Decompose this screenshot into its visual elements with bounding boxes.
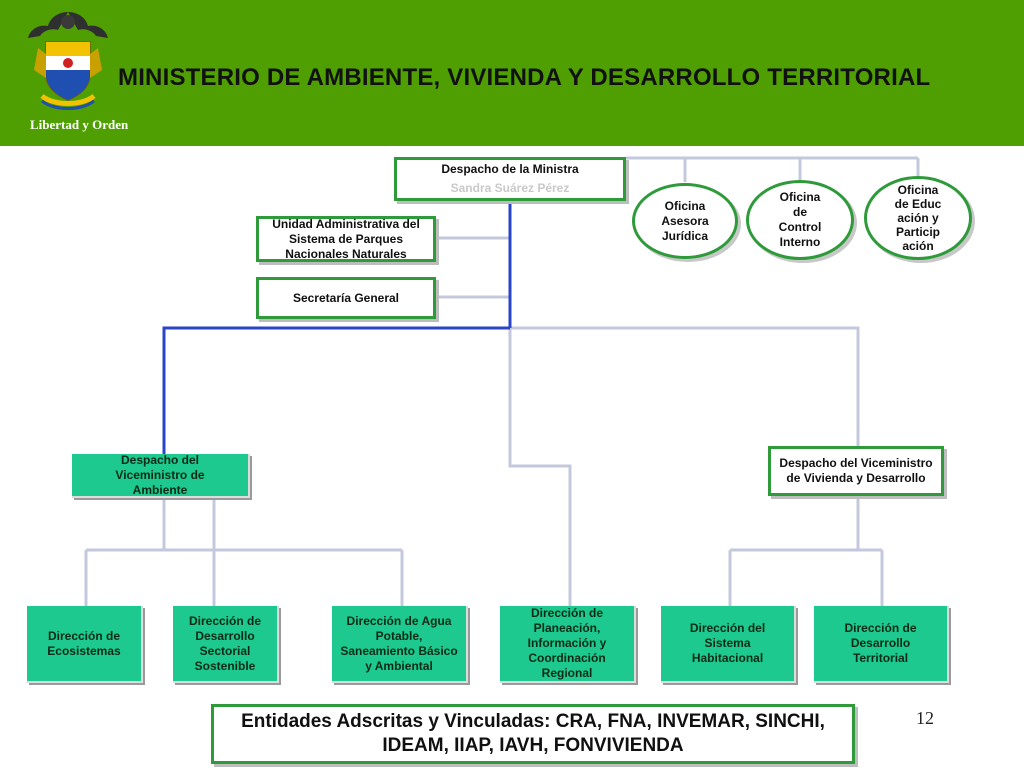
direccion-sistema-habitacional-box[interactable]: Dirección del Sistema Habitacional [661, 606, 796, 683]
oficina-control-interno-oval[interactable]: Oficina de Control Interno [746, 180, 854, 260]
secretaria-general-box[interactable]: Secretaría General [256, 277, 436, 319]
viceministro-vivienda-label: Despacho del Viceministro de Vivienda y … [779, 456, 933, 485]
viceministro-ambiente-box[interactable]: Despacho del Viceministro de Ambiente [72, 452, 250, 498]
direccion-desarrollo-sectorial-label: Dirección de Desarrollo Sectorial Sosten… [188, 613, 262, 673]
viceministro-ambiente-label: Despacho del Viceministro de Ambiente [115, 452, 205, 497]
page-number: 12 [916, 708, 934, 728]
oficina-juridica-oval[interactable]: Oficina Asesora Jurídica [632, 183, 738, 259]
motto-text: Libertad y Orden [30, 117, 129, 132]
entidades-adscritas-label: Entidades Adscritas y Vinculadas: CRA, F… [241, 711, 825, 756]
oficina-educacion-label: Oficina de Educación y Participación [894, 183, 942, 253]
direccion-desarrollo-sectorial-box[interactable]: Dirección de Desarrollo Sectorial Sosten… [173, 606, 279, 683]
oficina-control-interno-label: Oficina de Control Interno [778, 190, 822, 249]
viceministro-vivienda-box[interactable]: Despacho del Viceministro de Vivienda y … [768, 446, 944, 496]
direccion-agua-potable-label: Dirección de Agua Potable, Saneamiento B… [340, 613, 458, 673]
direccion-planeacion-label: Dirección de Planeación, Información y C… [527, 606, 607, 680]
unidad-parques-box[interactable]: Unidad Administrativa del Sistema de Par… [256, 216, 436, 262]
direccion-planeacion-box[interactable]: Dirección de Planeación, Información y C… [500, 606, 636, 683]
entidades-adscritas-box[interactable]: Entidades Adscritas y Vinculadas: CRA, F… [211, 704, 855, 764]
despacho-ministra-box[interactable]: Despacho de la Ministra Sandra Suárez Pé… [394, 157, 626, 201]
direccion-desarrollo-territorial-box[interactable]: Dirección de Desarrollo Territorial [814, 606, 949, 683]
direccion-desarrollo-territorial-label: Dirección de Desarrollo Territorial [844, 621, 917, 665]
direccion-agua-potable-box[interactable]: Dirección de Agua Potable, Saneamiento B… [332, 606, 468, 683]
secretaria-general-label: Secretaría General [292, 290, 400, 305]
direccion-ecosistemas-box[interactable]: Dirección de Ecosistemas [27, 606, 143, 683]
oficina-juridica-label: Oficina Asesora Jurídica [661, 198, 709, 243]
coat-of-arms-icon [28, 12, 108, 110]
unidad-parques-label: Unidad Administrativa del Sistema de Par… [272, 216, 420, 261]
page-title: MINISTERIO DE AMBIENTE, VIVIENDA Y DESAR… [118, 64, 931, 91]
minister-name: Sandra Suárez Pérez [450, 181, 570, 195]
header-banner [0, 0, 1024, 146]
oficina-educacion-oval[interactable]: Oficina de Educación y Participación [864, 176, 972, 260]
despacho-title: Despacho de la Ministra [441, 162, 579, 176]
direccion-ecosistemas-label: Dirección de Ecosistemas [47, 628, 121, 658]
direccion-sistema-habitacional-label: Dirección del Sistema Habitacional [689, 621, 766, 665]
